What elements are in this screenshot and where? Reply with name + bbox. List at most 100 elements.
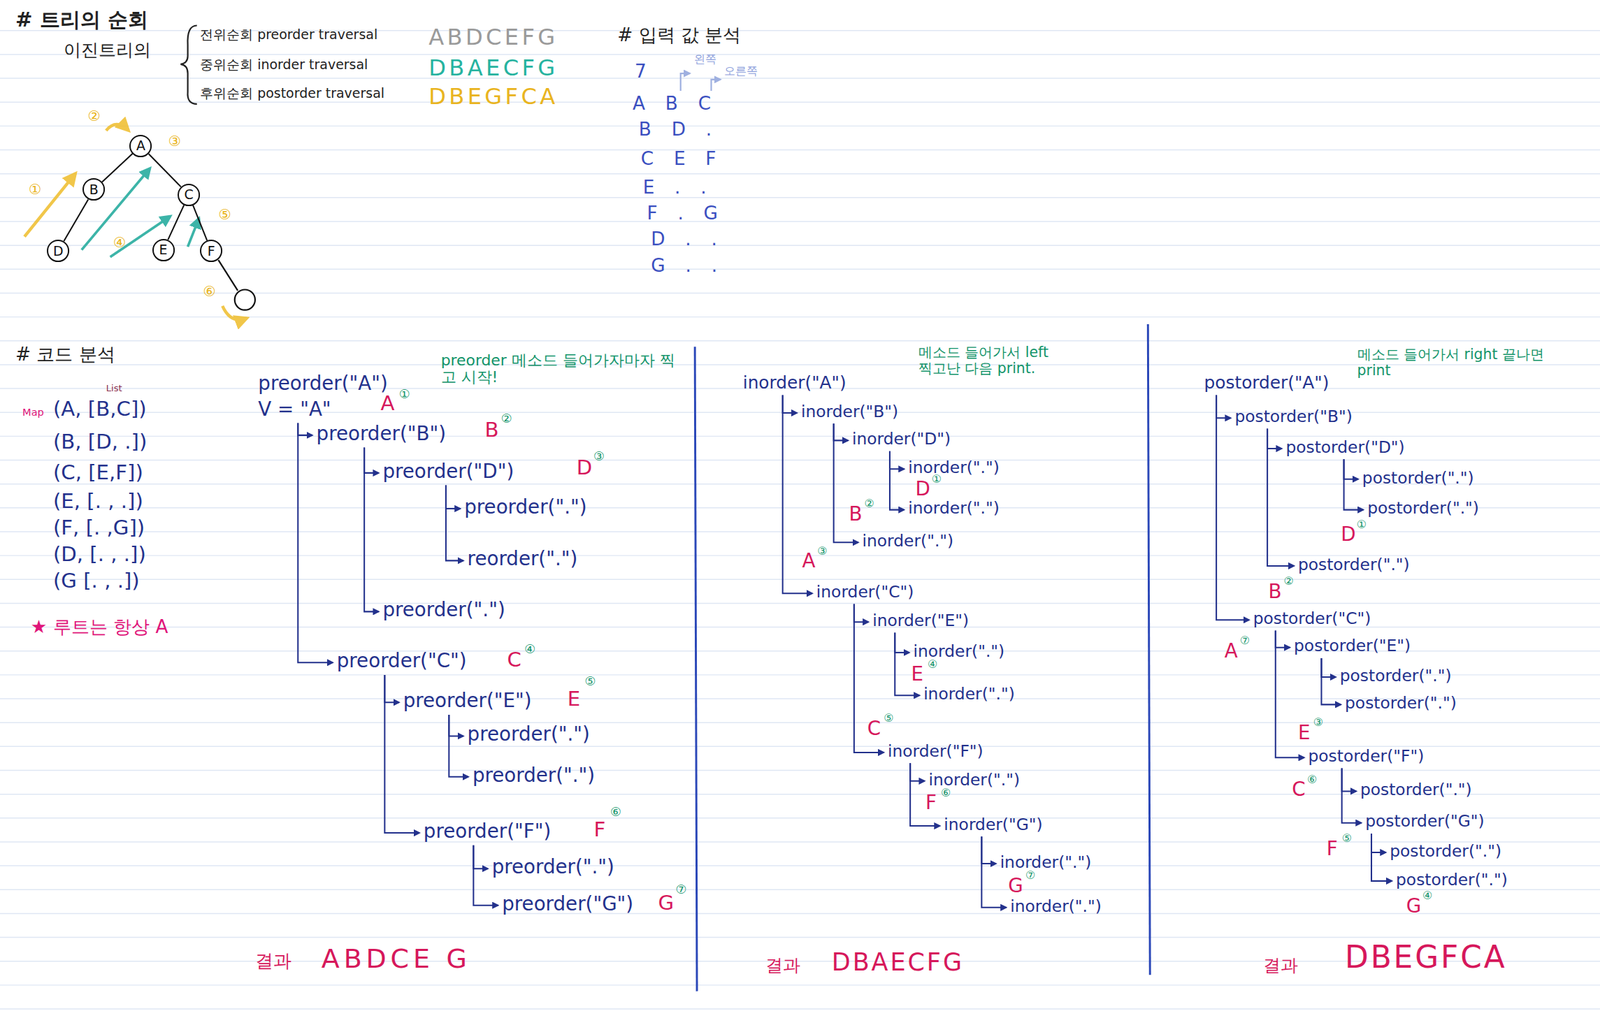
code-line: reorder(".") (467, 548, 579, 571)
call-hook (981, 836, 996, 864)
code-line: postorder("E") (1293, 637, 1411, 656)
code-line: inorder("B") (801, 403, 899, 422)
ruled-line (0, 459, 1600, 461)
code-line: preorder(".") (472, 765, 595, 788)
tree-node: F (199, 239, 223, 263)
code-line: preorder("D") (382, 461, 514, 484)
heading-text: 후위순회 postorder traversal (199, 85, 385, 101)
ruled-line (0, 817, 1600, 819)
code-line: (E, [. , .]) (53, 489, 144, 513)
node-circle (153, 239, 175, 261)
code-line: inorder(".") (862, 532, 955, 551)
code-line: preorder(".") (382, 599, 505, 622)
step-note: ④ (927, 658, 938, 672)
direction-arrow (680, 73, 690, 91)
step-note: ① (1356, 518, 1367, 532)
input-value: 7 (634, 61, 647, 82)
visited-node: E (1298, 722, 1311, 745)
call-hook (1267, 429, 1282, 449)
call-hook (1321, 658, 1336, 678)
code-line: postorder("C") (1253, 610, 1372, 629)
code-line: postorder(".") (1389, 842, 1502, 862)
tree-node: B (82, 178, 105, 201)
callout-number: DBEGFCA (428, 84, 558, 110)
visited-node: G (658, 891, 675, 915)
traversal-arrow (110, 215, 171, 257)
step-note: ① (931, 473, 942, 486)
visited-node: E (911, 664, 925, 686)
call-hook (364, 447, 379, 473)
call-hook (981, 836, 1006, 908)
code-line: inorder(".") (1010, 898, 1102, 917)
node-circle (178, 184, 200, 206)
call-hook (445, 485, 464, 561)
call-hook (1371, 833, 1392, 882)
visited-node: F (925, 792, 937, 815)
call-hook (448, 715, 469, 778)
visited-node: G (1406, 896, 1422, 918)
tree-edge (102, 153, 133, 183)
call-hook (782, 395, 797, 414)
call-hook (1275, 631, 1290, 648)
callout-number: ③ (168, 133, 182, 149)
ruled-line (0, 149, 1600, 151)
callout-number: ⑥ (203, 283, 216, 300)
input-value: C E F (640, 148, 717, 170)
traversal-arrow (106, 124, 129, 131)
code-line: postorder(".") (1395, 871, 1508, 890)
code-line: postorder("B") (1234, 408, 1352, 427)
step-note: 메소드 들어가서 right 끝나면 print (1357, 346, 1573, 379)
ruled-lines (0, 30, 1600, 1010)
node-label: A (136, 138, 146, 154)
direction-arrow (710, 79, 720, 91)
code-line: postorder("A") (1204, 373, 1330, 393)
code-line: inorder(".") (1000, 854, 1092, 873)
code-line: postorder(".") (1344, 694, 1457, 713)
call-hook (445, 485, 460, 509)
visited-node: B (1268, 581, 1282, 604)
node-label: B (89, 182, 99, 198)
code-line: (D, [. , .]) (53, 543, 147, 566)
heading-text: 전위순회 preorder traversal (199, 27, 378, 42)
node-label: C (183, 187, 193, 203)
code-line: (A, [B,C]) (53, 397, 147, 421)
tree-node: E (152, 239, 175, 262)
type-note: List (106, 383, 123, 394)
visited-node: DBAECFG (831, 949, 964, 977)
traversal-arrow (24, 173, 76, 237)
heading-text: 이진트리의 (63, 40, 151, 60)
call-hook (1344, 459, 1364, 510)
node-label: F (207, 243, 216, 259)
code-line: postorder("D") (1285, 438, 1405, 458)
empty-node (234, 289, 256, 310)
visited-node: D (914, 478, 930, 501)
call-hook (833, 423, 848, 441)
code-line: postorder(".") (1298, 556, 1410, 575)
heading-text: # 입력 값 분석 (617, 25, 741, 46)
code-line: inorder("G") (943, 816, 1043, 835)
call-hook (297, 422, 312, 435)
ruled-line (0, 483, 1600, 485)
visited-node: C (507, 648, 522, 672)
code-line: (G [. , .]) (53, 569, 140, 593)
direction-note: 오른쪽 (724, 65, 758, 78)
code-line: postorder(".") (1367, 499, 1480, 518)
ruled-line (0, 220, 1600, 222)
ruled-line (0, 1008, 1600, 1010)
ruled-line (0, 579, 1600, 581)
visited-node: F (1326, 838, 1338, 861)
tree-node: C (177, 183, 200, 207)
ruled-line (0, 770, 1600, 771)
step-note: ⑥ (940, 787, 951, 800)
step-note: ③ (1313, 716, 1324, 730)
code-line: postorder("G") (1365, 812, 1484, 832)
visited-node: C (867, 718, 881, 741)
code-line: preorder("B") (316, 423, 447, 446)
visited-node: A (1224, 640, 1238, 663)
code-line: preorder("E") (403, 690, 532, 713)
visited-node: 결과 (765, 956, 801, 976)
step-note: ⑥ (1307, 773, 1317, 787)
